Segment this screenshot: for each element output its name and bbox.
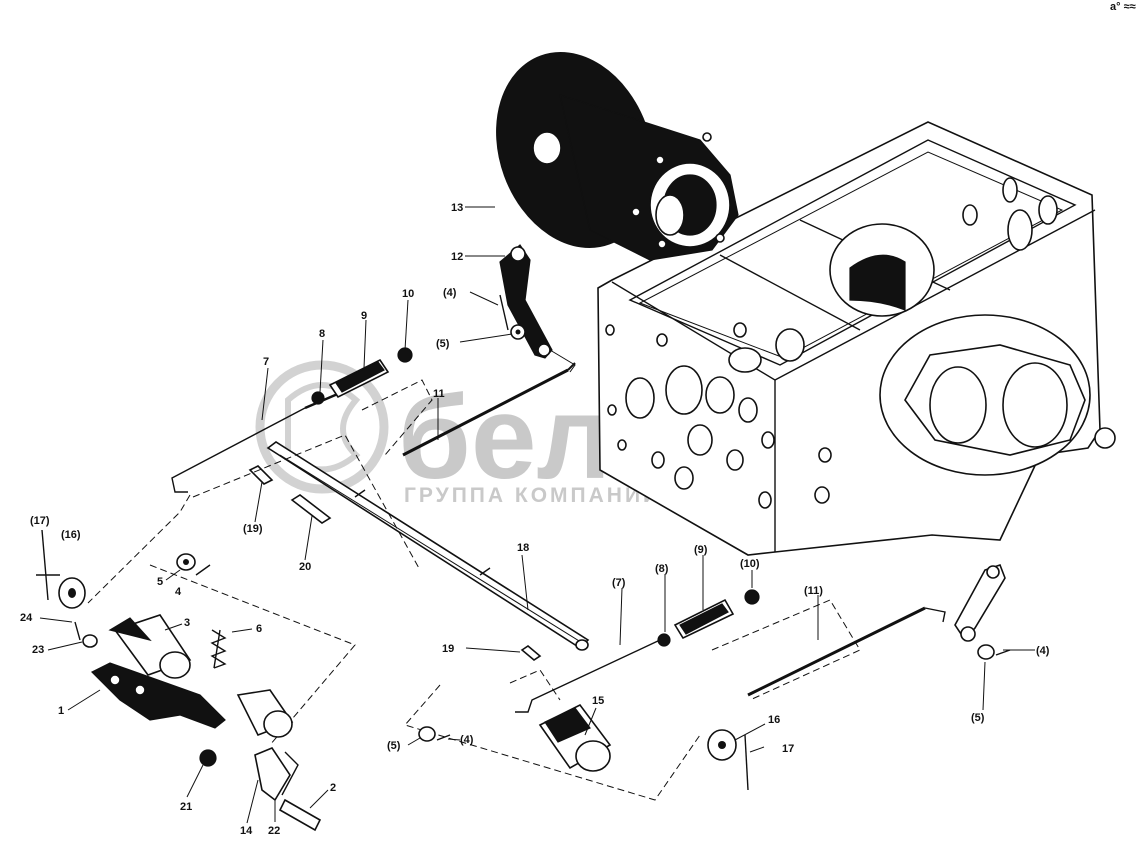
- callout-5-left: 5: [157, 576, 163, 588]
- callout-labels: 13 12 (4) (5) 10 9 8 7 11 (19) 20 18 19 …: [20, 202, 1050, 837]
- left-linkage: [36, 434, 421, 832]
- callout-23: 23: [32, 644, 44, 656]
- callout-8-upper: 8: [319, 328, 325, 340]
- shift-shaft: [266, 441, 590, 651]
- callout-1: 1: [58, 705, 64, 717]
- callout-4-left: 4: [175, 586, 182, 598]
- callout-13: 13: [451, 202, 463, 214]
- watermark-tagline: ГРУППА КОМПАНИЙ: [404, 483, 661, 507]
- callout-6: 6: [256, 623, 262, 635]
- callout-21: 21: [180, 801, 192, 813]
- corner-mark: a° ≈≈: [1110, 1, 1136, 13]
- callout-19-upper: (19): [243, 523, 263, 535]
- right-linkage: [404, 563, 1011, 801]
- callout-10-upper: 10: [402, 288, 414, 300]
- callout-24: 24: [20, 612, 33, 624]
- callout-15: 15: [592, 695, 604, 707]
- housing-holes: [605, 177, 1058, 509]
- callout-9-upper: 9: [361, 310, 367, 322]
- callout-5-right: (5): [971, 712, 985, 724]
- callout-18: 18: [517, 542, 529, 554]
- callout-7-lower: (7): [612, 577, 626, 589]
- keys: [248, 465, 542, 661]
- callout-2: 2: [330, 782, 336, 794]
- callout-4-lower: (4): [460, 734, 474, 746]
- callout-19-lower: 19: [442, 643, 454, 655]
- callout-5-lower: (5): [387, 740, 401, 752]
- callout-17-right: 17: [782, 743, 794, 755]
- bell-housing: [496, 51, 739, 261]
- callout-10-lower: (10): [740, 558, 760, 570]
- callout-3: 3: [184, 617, 190, 629]
- callout-16-right: 16: [768, 714, 780, 726]
- upper-shift-lever: [499, 244, 576, 373]
- leader-lines: [39, 206, 1035, 824]
- upper-rod: [402, 362, 576, 457]
- callout-4-right: (4): [1036, 645, 1050, 657]
- callout-11-lower: (11): [804, 585, 823, 597]
- callout-20: 20: [299, 561, 311, 573]
- callout-17-left: (17): [30, 515, 50, 527]
- callout-14: 14: [240, 825, 253, 837]
- callout-4-upper: (4): [443, 287, 457, 299]
- callout-11-upper: 11: [433, 388, 445, 400]
- callout-16-left: (16): [61, 529, 81, 541]
- callout-7-upper: 7: [263, 356, 269, 368]
- callout-9-lower: (9): [694, 544, 708, 556]
- callout-8-lower: (8): [655, 563, 669, 575]
- callout-12: 12: [451, 251, 463, 263]
- upper-rod-assembly: [171, 347, 433, 493]
- callout-22: 22: [268, 825, 280, 837]
- callout-5-upper: (5): [436, 338, 450, 350]
